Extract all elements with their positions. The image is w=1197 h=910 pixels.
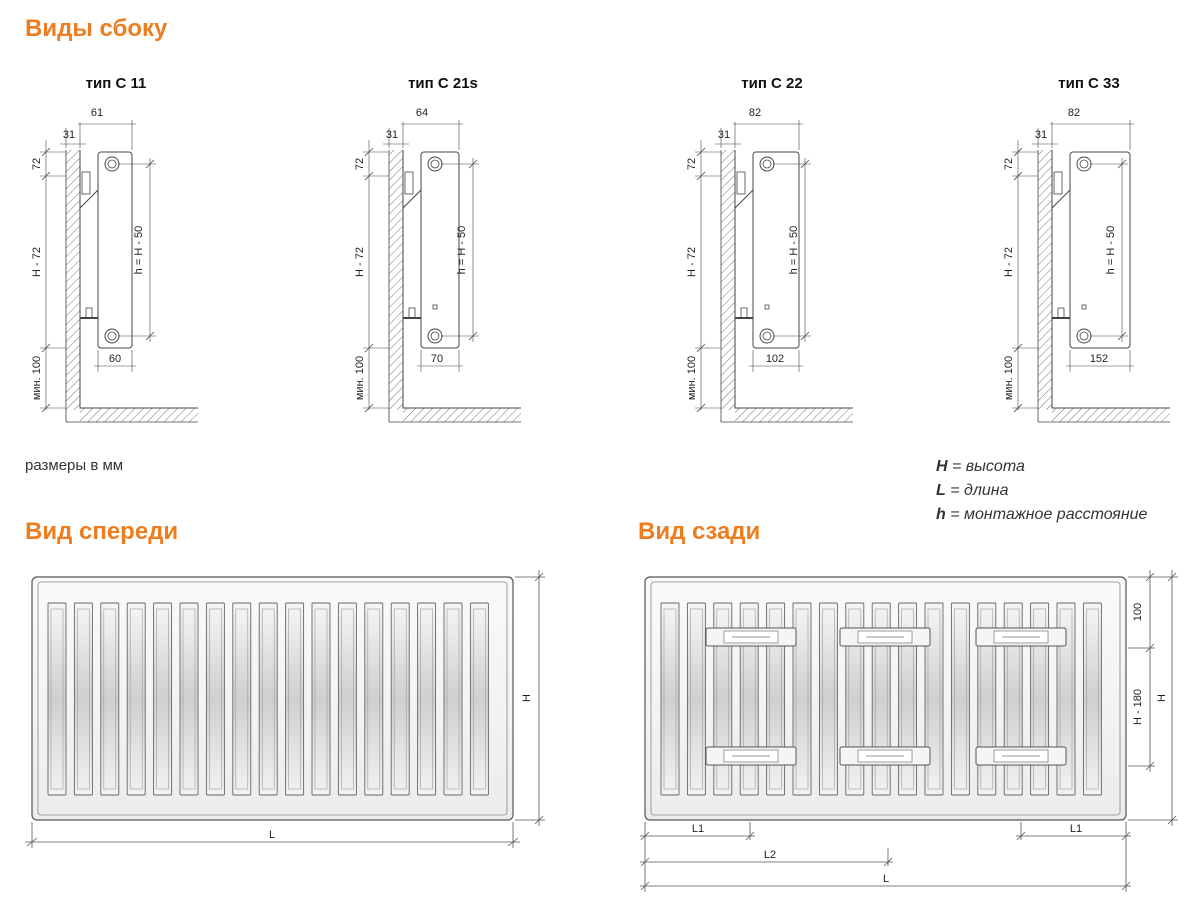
back-l1-left: L1 (692, 823, 704, 835)
heading-side-views: Виды сбоку (25, 15, 168, 42)
fin (311, 602, 331, 796)
side-type-title: тип С 21s (408, 75, 478, 92)
back-top-offset: 100 (1132, 603, 1144, 621)
floor-gap-label: мин. 100 (686, 356, 698, 400)
mounting-brackets (705, 627, 1067, 766)
wall-dim: 31 (718, 129, 730, 141)
floor-gap-label: мин. 100 (31, 356, 43, 400)
side-view-c11: тип С 11 72 H - 72 мин. 100 h = H - 50 61 3… (31, 75, 198, 423)
side-type-title: тип С 11 (86, 75, 147, 92)
units-note: размеры в мм (25, 457, 124, 474)
fin (792, 602, 812, 796)
back-height-label: H (1156, 694, 1168, 702)
legend-item-mount: h = монтажное расстояние (936, 506, 1148, 523)
wall-dim: 31 (1035, 129, 1047, 141)
fin (417, 602, 437, 796)
fin (660, 602, 680, 796)
fin (258, 602, 278, 796)
back-l2: L2 (764, 849, 776, 861)
side-type-title: тип С 33 (1058, 75, 1119, 92)
floor-gap-label: мин. 100 (354, 356, 366, 400)
fin (818, 602, 838, 796)
back-width-label: L (883, 873, 889, 885)
fin (205, 602, 225, 796)
floor-gap-label: мин. 100 (1003, 356, 1015, 400)
legend-item-length: L = длина (936, 482, 1009, 499)
height-label: H - 72 (31, 247, 43, 277)
mount-distance-label: h = H - 50 (1105, 226, 1117, 275)
height-label: H - 72 (1003, 247, 1015, 277)
side-view-c33: тип С 33 72 H - 72 мин. 100 h = H - 50 82 3… (1003, 75, 1170, 423)
heading-back-view: Вид сзади (638, 518, 761, 545)
front-fins (47, 602, 489, 796)
front-view: L H (25, 570, 545, 848)
fin (950, 602, 970, 796)
back-view: 100 H - 180 H L1 L1 L2 L (640, 570, 1178, 892)
mount-distance-label: h = H - 50 (788, 226, 800, 275)
fin (364, 602, 384, 796)
bottom-dim: 70 (431, 353, 443, 365)
top-dim: 82 (749, 107, 761, 119)
top-gap-label: 72 (686, 158, 698, 170)
mount-distance-label: h = H - 50 (133, 226, 145, 275)
mount-distance-label: h = H - 50 (456, 226, 468, 275)
height-label: H - 72 (354, 247, 366, 277)
legend: H = высота L = длина h = монтажное расст… (936, 455, 1147, 527)
wall-dim: 31 (63, 129, 75, 141)
fin (1082, 602, 1102, 796)
fin (179, 602, 199, 796)
bottom-dim: 152 (1090, 353, 1108, 365)
back-bracket-span: H - 180 (1132, 689, 1144, 725)
side-type-title: тип С 22 (741, 75, 802, 92)
fin (443, 602, 463, 796)
fin (126, 602, 146, 796)
fin (232, 602, 252, 796)
fin (337, 602, 357, 796)
heading-front-view: Вид спереди (25, 518, 179, 545)
front-height-label: H (521, 694, 533, 702)
legend-item-height: H = высота (936, 458, 1025, 475)
height-label: H - 72 (686, 247, 698, 277)
fin (47, 602, 67, 796)
fin (285, 602, 305, 796)
fin (686, 602, 706, 796)
fin (100, 602, 120, 796)
front-width-label: L (269, 829, 275, 841)
top-gap-label: 72 (1003, 158, 1015, 170)
wall-dim: 31 (386, 129, 398, 141)
top-dim: 61 (91, 107, 103, 119)
top-dim: 64 (416, 107, 428, 119)
bottom-dim: 102 (766, 353, 784, 365)
side-view-c22: тип С 22 72 H - 72 мин. 100 h = H - 50 82 3… (686, 75, 853, 423)
top-gap-label: 72 (354, 158, 366, 170)
fin (469, 602, 489, 796)
fin (73, 602, 93, 796)
back-l1-right: L1 (1070, 823, 1082, 835)
top-dim: 82 (1068, 107, 1080, 119)
fin (153, 602, 173, 796)
fin (390, 602, 410, 796)
bottom-dim: 60 (109, 353, 121, 365)
top-gap-label: 72 (31, 158, 43, 170)
